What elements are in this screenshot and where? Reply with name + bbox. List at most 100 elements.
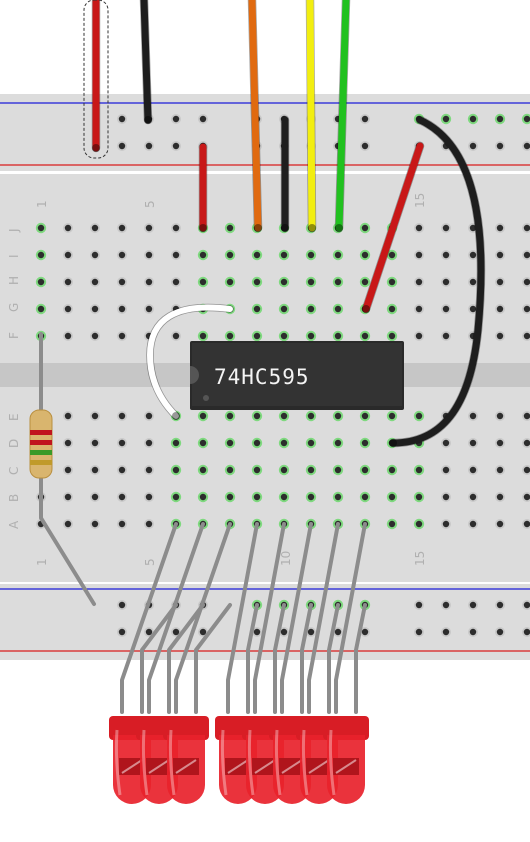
led-legs [120, 522, 367, 714]
wire-white-jumper[interactable] [147, 304, 233, 419]
resistor-band [30, 460, 52, 465]
hole [226, 251, 234, 259]
hole [145, 466, 153, 474]
hole [496, 142, 504, 150]
hole [523, 305, 530, 313]
hole [253, 412, 261, 420]
hole [253, 439, 261, 447]
hole [415, 251, 423, 259]
wire-red-power-end [92, 144, 100, 152]
hole [496, 439, 504, 447]
hole [118, 305, 126, 313]
hole [307, 412, 315, 420]
col-label-1-top: 1 [35, 200, 49, 208]
wire-red-short-end [199, 224, 207, 232]
hole [280, 466, 288, 474]
hole [334, 332, 342, 340]
wire-orange[interactable] [248, 0, 262, 232]
hole [415, 628, 423, 636]
hole [469, 520, 477, 528]
hole [64, 251, 72, 259]
hole [334, 305, 342, 313]
hole [523, 439, 530, 447]
hole [496, 412, 504, 420]
led-anvil [148, 759, 170, 774]
hole [361, 332, 369, 340]
chip-notch [190, 366, 199, 384]
hole [253, 332, 261, 340]
hole [469, 115, 477, 123]
hole [523, 520, 530, 528]
resistor-band [30, 440, 52, 445]
hole [361, 412, 369, 420]
hole [442, 278, 450, 286]
breadboard-holes [35, 113, 530, 637]
hole [280, 439, 288, 447]
hole [496, 278, 504, 286]
led-anvil [254, 759, 276, 774]
hole [334, 251, 342, 259]
hole [118, 142, 126, 150]
hole [334, 412, 342, 420]
wire-yellow[interactable] [306, 0, 316, 232]
hole [442, 305, 450, 313]
hole [442, 601, 450, 609]
hole [496, 332, 504, 340]
hole [64, 466, 72, 474]
hole [172, 628, 180, 636]
hole [307, 466, 315, 474]
hole [523, 224, 530, 232]
hole [118, 224, 126, 232]
wire-black-loop[interactable] [389, 116, 485, 447]
hole [415, 278, 423, 286]
hole [64, 305, 72, 313]
wire-red-diagonal[interactable] [362, 142, 424, 313]
hole [388, 520, 396, 528]
hole [91, 466, 99, 474]
hole [118, 278, 126, 286]
hole [280, 412, 288, 420]
col-label-5-top: 5 [143, 200, 157, 208]
hole [145, 628, 153, 636]
hole [91, 305, 99, 313]
column-labels: 1 5 15 1 5 10 15 [35, 193, 427, 566]
hole [64, 224, 72, 232]
hole [226, 493, 234, 501]
led-cathode-leg [140, 603, 178, 714]
hole [199, 493, 207, 501]
hole [172, 466, 180, 474]
chip-pin1-dot [203, 395, 209, 401]
hole [361, 115, 369, 123]
wire-selection-outline [83, 0, 109, 159]
hole [118, 628, 126, 636]
hole [415, 466, 423, 474]
hole [523, 601, 530, 609]
hole [469, 412, 477, 420]
hole [442, 224, 450, 232]
hole [64, 439, 72, 447]
hole [469, 466, 477, 474]
led-anode-leg [174, 522, 232, 714]
led-highlight [301, 729, 309, 796]
hole [226, 278, 234, 286]
hole [145, 439, 153, 447]
wire-green[interactable] [335, 0, 350, 232]
hole [199, 251, 207, 259]
hole [118, 439, 126, 447]
led-anvil [175, 759, 197, 774]
hole [118, 412, 126, 420]
hole [469, 142, 477, 150]
hole [496, 466, 504, 474]
hole [361, 493, 369, 501]
wire-black-ground[interactable] [140, 0, 152, 124]
led-cathode-leg [354, 603, 367, 714]
led-highlight [114, 729, 122, 796]
row-label-f: F [7, 332, 21, 339]
hole [172, 115, 180, 123]
led-highlight [247, 729, 255, 796]
resistor-band [30, 450, 52, 455]
hole [523, 628, 530, 636]
hole [388, 278, 396, 286]
